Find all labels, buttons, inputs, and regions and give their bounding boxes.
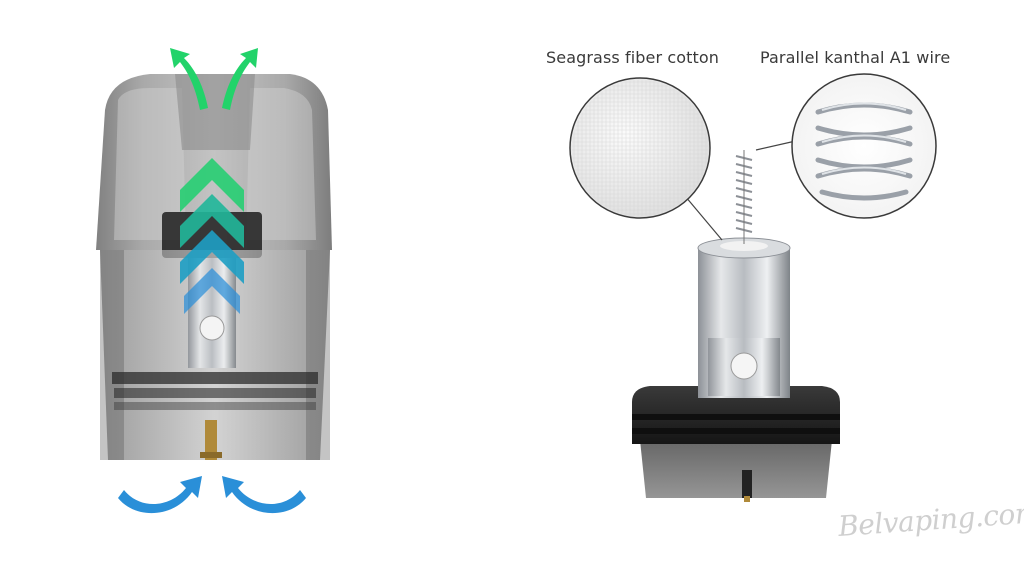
airflow-out-arrow-icon [170, 48, 258, 110]
wire-zoom-circle [755, 73, 937, 219]
cotton-label: Seagrass fiber cotton [546, 48, 720, 67]
vapor-flow-chevron-icon [180, 158, 244, 314]
airflow-in-arrow-icon [118, 476, 306, 514]
wire-label: Parallel kanthal A1 wire [760, 48, 951, 67]
pod-cartridge [96, 74, 332, 460]
cotton-zoom-circle [569, 77, 723, 241]
coil-assembly [632, 150, 840, 502]
